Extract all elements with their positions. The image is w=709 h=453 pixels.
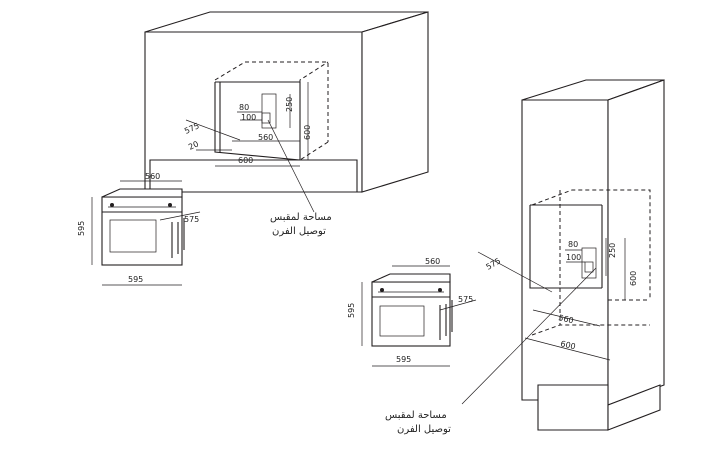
oven-bottom <box>361 265 477 367</box>
dim-595-height: 595 <box>347 303 356 318</box>
oven-bottom-labels: 560 595 575 595 <box>347 257 473 364</box>
dim-595-height: 595 <box>77 221 86 236</box>
dim-100: 100 <box>566 253 581 262</box>
tall-column-cabinet <box>521 79 665 431</box>
oven-top-labels: 560 595 575 595 <box>77 172 199 284</box>
dim-600-height: 600 <box>629 271 638 286</box>
callout-line2: توصيل الفرن <box>272 226 326 237</box>
callout-line2: توصيل الفرن <box>397 424 451 435</box>
oven-top <box>91 180 201 286</box>
dim-560: 560 <box>145 172 160 181</box>
tall-cutout <box>477 189 651 361</box>
callout-line1: مساحة لمقبس <box>270 212 332 223</box>
dim-575: 575 <box>184 215 199 224</box>
dim-560: 560 <box>425 257 440 266</box>
dim-250: 250 <box>608 243 617 258</box>
dim-600-height: 600 <box>303 125 312 140</box>
callout-top: مساحة لمقبس توصيل الفرن <box>267 119 332 237</box>
dim-595-width: 595 <box>128 275 143 284</box>
dim-100: 100 <box>241 113 256 122</box>
cabinet-cutout <box>185 61 329 167</box>
dim-600-width: 600 <box>560 339 577 351</box>
callout-bottom: مساحة لمقبس توصيل الفرن <box>385 267 597 435</box>
callout-line1: مساحة لمقبس <box>385 410 447 421</box>
dim-560: 560 <box>258 133 273 142</box>
dim-250: 250 <box>285 97 294 112</box>
dim-80: 80 <box>568 240 578 249</box>
dim-575: 575 <box>458 295 473 304</box>
dim-560: 560 <box>558 313 575 325</box>
dim-80: 80 <box>239 103 249 112</box>
dim-575: 575 <box>485 256 503 271</box>
dim-595-width: 595 <box>396 355 411 364</box>
dim-600-width: 600 <box>238 156 253 165</box>
dim-20: 20 <box>187 139 200 151</box>
